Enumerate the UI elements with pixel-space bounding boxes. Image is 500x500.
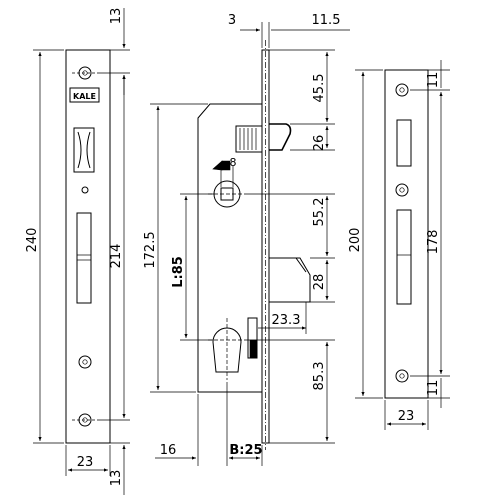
strike-top-screw	[395, 83, 409, 97]
strike-bolt-slot	[396, 209, 412, 305]
faceplate-lower-screw	[78, 355, 92, 369]
dim-faceplate-height: 240	[25, 228, 40, 253]
faceplate-logo-text: KALE	[73, 92, 96, 101]
deadbolt	[269, 257, 311, 303]
dim-deadbolt-height: 28	[312, 274, 327, 291]
dim-left-offset: 16	[160, 443, 177, 458]
dim-plate-offset: 11.5	[312, 13, 341, 28]
strike-plate	[384, 69, 429, 399]
faceplate-left: KALE	[65, 49, 111, 444]
dim-center-distance: L:85	[171, 256, 186, 288]
dim-strike-holes: 178	[426, 230, 441, 255]
strike-latch-slot	[396, 119, 412, 167]
faceplate-bolt-slot	[76, 212, 92, 304]
cylinder-hole	[208, 318, 246, 380]
strike-mid-screw	[395, 183, 409, 197]
dim-faceplate-top-offset: 13	[109, 8, 124, 25]
dim-bolt-throw: 23.3	[272, 313, 301, 328]
dim-strike-bottom-offset: 11	[426, 380, 441, 397]
dim-strike-height: 200	[348, 228, 363, 253]
latch-mechanism	[212, 123, 292, 171]
dim-strike-top-offset: 11	[426, 72, 441, 89]
faceplate-outline	[65, 49, 111, 444]
strike-outline	[384, 69, 429, 399]
dim-handle-to-bottom: 85.3	[312, 362, 327, 391]
faceplate-logo: KALE	[69, 87, 100, 103]
dim-body-height: 172.5	[143, 231, 158, 268]
dim-latch-height: 26	[312, 135, 327, 152]
faceplate-left-dimensions: 240 214 13 13 23	[25, 8, 130, 495]
dim-faceplate-holes: 214	[109, 244, 124, 269]
lock-body	[197, 40, 311, 450]
cylinder-cam	[247, 317, 258, 359]
faceplate-mid-screw	[81, 186, 89, 194]
dim-square-hole: 8	[230, 156, 237, 169]
faceplate-bottom-screw	[72, 413, 100, 427]
dim-faceplate-bottom-offset: 13	[109, 470, 124, 487]
dim-plate-thickness: 3	[228, 13, 236, 28]
dim-faceplate-width: 23	[77, 455, 94, 470]
strike-plate-dimensions: 200 178 11 11 23	[348, 60, 450, 430]
dim-strike-width: 23	[398, 409, 415, 424]
faceplate-top-screw	[72, 66, 100, 80]
lock-body-dimensions: 3 11.5 45.5 26 55.2 28 85.3 23.3 8	[143, 13, 350, 466]
dim-top-to-latch: 45.5	[312, 74, 327, 103]
strike-bottom-screw	[395, 369, 409, 383]
faceplate-latch-slot	[73, 127, 95, 173]
dim-latch-to-handle: 55.2	[312, 198, 327, 227]
dim-backset: B:25	[229, 443, 262, 458]
